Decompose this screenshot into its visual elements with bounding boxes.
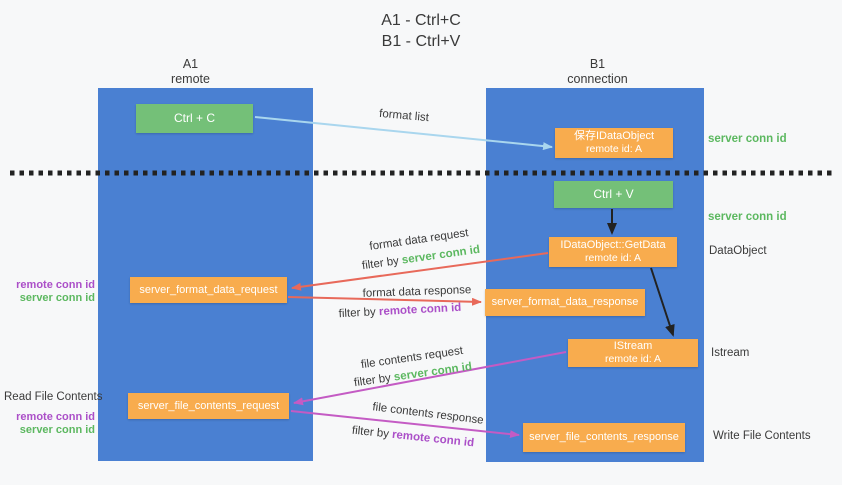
write-file-contents-annotation: Write File Contents [713,430,811,442]
node-idataobject-getdata-line2: remote id: A [584,252,642,264]
node-server-file-contents-response-label: server_file_contents_response [529,431,679,443]
format-list-label: format list [379,108,430,124]
remote-conn-id-text: remote conn id [378,301,462,319]
column-a-header: A1 remote [128,57,253,87]
node-idataobject-getdata: IDataObject::GetData remote id: A [549,237,677,267]
file-contents-response-label: file contents response [372,401,485,427]
column-a-id: A1 [182,57,199,71]
left-conn-id-group-file: Read File Contents remote conn id server… [4,391,103,437]
node-ctrl-v: Ctrl + V [554,181,673,208]
left-conn-id-group-format: remote conn id server conn id [6,279,95,305]
node-server-format-data-response-label: server_format_data_response [491,296,639,308]
node-ctrl-c-label: Ctrl + C [173,111,215,125]
server-conn-id-annotation: server conn id [19,424,95,436]
remote-conn-id-text: remote conn id [391,428,475,450]
file-contents-response-text: file contents response [371,401,485,427]
node-save-idataobject-line2: remote id: A [585,143,643,155]
node-save-idataobject: 保存IDataObject remote id: A [555,128,673,158]
diagram-title: A1 - Ctrl+C B1 - Ctrl+V [0,10,842,52]
node-server-format-data-response: server_format_data_response [485,289,645,316]
column-a-name: remote [171,72,210,86]
node-server-file-contents-request: server_file_contents_request [128,393,289,419]
filter-by-remote-conn-id-label-1: filter by remote conn id [338,302,461,320]
format-data-response-label: format data response [362,284,471,300]
node-server-format-data-request: server_format_data_request [130,277,287,303]
server-conn-id-annotation: server conn id [19,292,95,304]
read-file-contents-annotation: Read File Contents [4,391,103,403]
title-line-2: B1 - Ctrl+V [381,33,461,50]
node-server-file-contents-response: server_file_contents_response [523,423,685,452]
filter-by-text: filter by [361,254,403,273]
node-istream-line1: IStream [613,340,653,352]
node-ctrl-v-label: Ctrl + V [593,187,634,201]
node-ctrl-c: Ctrl + C [136,104,253,133]
node-server-file-contents-request-label: server_file_contents_request [137,399,280,412]
column-b-header: B1 connection [535,57,660,87]
filter-by-remote-conn-id-label-2: filter by remote conn id [351,425,474,450]
dataobject-annotation: DataObject [709,245,767,257]
server-conn-id-text: server conn id [401,243,481,267]
node-server-format-data-request-label: server_format_data_request [139,283,278,296]
node-istream-line2: remote id: A [604,353,662,365]
filter-by-text: filter by [351,424,393,441]
format-list-text: format list [378,107,430,125]
server-conn-id-annotation-top: server conn id [708,133,787,145]
node-istream: IStream remote id: A [568,339,698,367]
filter-by-text: filter by [338,306,380,321]
filter-by-text: filter by [353,371,395,390]
title-line-1: A1 - Ctrl+C [381,12,461,29]
remote-conn-id-annotation: remote conn id [16,411,95,423]
remote-conn-id-annotation: remote conn id [16,279,95,291]
format-data-response-text: format data response [362,284,472,300]
column-b-id: B1 [589,57,606,71]
node-idataobject-getdata-line1: IDataObject::GetData [560,239,666,251]
istream-annotation: Istream [711,347,750,359]
column-b-name: connection [567,72,628,86]
server-conn-id-annotation-mid: server conn id [708,211,787,223]
node-save-idataobject-line1: 保存IDataObject [573,130,655,142]
